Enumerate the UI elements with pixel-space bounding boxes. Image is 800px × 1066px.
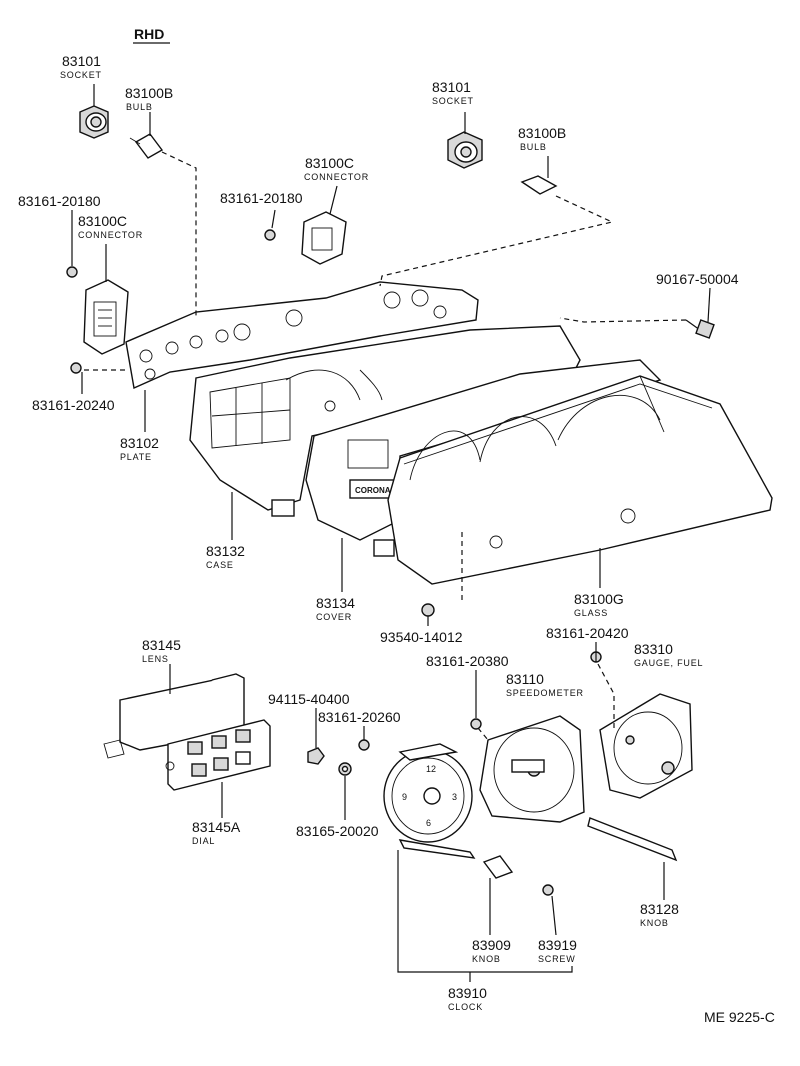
svg-text:9: 9 (402, 792, 407, 802)
part-number-knob-clock: 83909 (472, 937, 511, 953)
svg-text:12: 12 (426, 764, 436, 774)
plate-drawing (125, 281, 479, 390)
dashed-leaders (84, 151, 687, 741)
part-number-screw-left: 83161-20180 (18, 193, 101, 209)
part-name-cover: COVER (316, 612, 352, 622)
connector-center-drawing (301, 211, 347, 265)
part-labels: 83101 SOCKET 83100B BULB 83101 SOCKET 83… (18, 53, 739, 1012)
part-number-nut: 94115-40400 (268, 691, 350, 707)
part-name-bulb-right: BULB (520, 142, 547, 152)
part-number-cover: 83134 (316, 595, 355, 611)
part-name-speedometer: SPEEDOMETER (506, 688, 584, 698)
speedometer-drawing (479, 715, 585, 823)
part-number-bulb-right: 83100B (518, 125, 566, 141)
part-name-socket-right: SOCKET (432, 96, 474, 106)
dial-drawing (165, 719, 271, 791)
part-number-socket-left: 83101 (62, 53, 101, 69)
fuel-gauge-drawing (599, 693, 693, 799)
part-name-fuel-gauge: GAUGE, FUEL (634, 658, 703, 668)
part-name-knob-trip: KNOB (640, 918, 669, 928)
part-number-connector-center: 83100C (305, 155, 354, 171)
part-number-dial: 83145A (192, 819, 241, 835)
trip-knob-drawing (587, 817, 678, 862)
lens-drawing (103, 673, 245, 759)
part-name-clock: CLOCK (448, 1002, 483, 1012)
part-number-case: 83132 (206, 543, 245, 559)
part-number-speedometer: 83110 (506, 671, 544, 687)
part-number-clock: 83910 (448, 985, 487, 1001)
socket-left-drawing (79, 105, 109, 139)
clock-knob-drawing (482, 855, 514, 879)
part-number-screw-small: 83919 (538, 937, 577, 953)
part-name-connector-left: CONNECTOR (78, 230, 143, 240)
socket-right-drawing (447, 131, 483, 169)
part-number-bolt-right: 90167-50004 (656, 271, 739, 287)
rhd-title: RHD (134, 26, 164, 42)
leader-lines (71, 84, 711, 982)
part-number-screw-center: 83161-20180 (220, 190, 303, 206)
part-name-lens: LENS (142, 654, 169, 664)
part-name-socket-left: SOCKET (60, 70, 102, 80)
part-name-knob-clock: KNOB (472, 954, 501, 964)
part-number-knob-trip: 83128 (640, 901, 679, 917)
part-number-socket-right: 83101 (432, 79, 471, 95)
part-number-lens: 83145 (142, 637, 181, 653)
part-name-connector-center: CONNECTOR (304, 172, 369, 182)
connector-left-drawing (83, 279, 129, 355)
part-number-screw-glass: 93540-14012 (380, 629, 463, 645)
bolt-right-drawing (685, 319, 715, 339)
bulb-right-drawing (520, 175, 558, 195)
small-screws (66, 229, 602, 896)
svg-text:6: 6 (426, 818, 431, 828)
svg-text:3: 3 (452, 792, 457, 802)
part-number-fuel-gauge: 83310 (634, 641, 673, 657)
part-number-washer: 83165-20020 (296, 823, 379, 839)
clock-drawing: 12 3 6 9 (383, 743, 476, 859)
part-number-glass: 83100G (574, 591, 624, 607)
part-name-case: CASE (206, 560, 234, 570)
part-number-plate: 83102 (120, 435, 159, 451)
part-name-plate: PLATE (120, 452, 152, 462)
part-name-dial: DIAL (192, 836, 215, 846)
cover-badge-text: CORONA (355, 486, 391, 495)
part-number-screw-gauge: 83161-20420 (546, 625, 629, 641)
part-number-screw-plate: 83161-20240 (32, 397, 115, 413)
diagram-reference-code: ME 9225-C (704, 1009, 775, 1025)
glass-drawing (387, 375, 773, 585)
bulb-left-drawing (129, 133, 164, 159)
part-number-screw-speedo: 83161-20380 (426, 653, 509, 669)
part-name-glass: GLASS (574, 608, 608, 618)
part-number-connector-left: 83100C (78, 213, 127, 229)
part-number-screw-clock: 83161-20260 (318, 709, 401, 725)
part-name-screw-small: SCREW (538, 954, 576, 964)
part-name-bulb-left: BULB (126, 102, 153, 112)
part-number-bulb-left: 83100B (125, 85, 173, 101)
